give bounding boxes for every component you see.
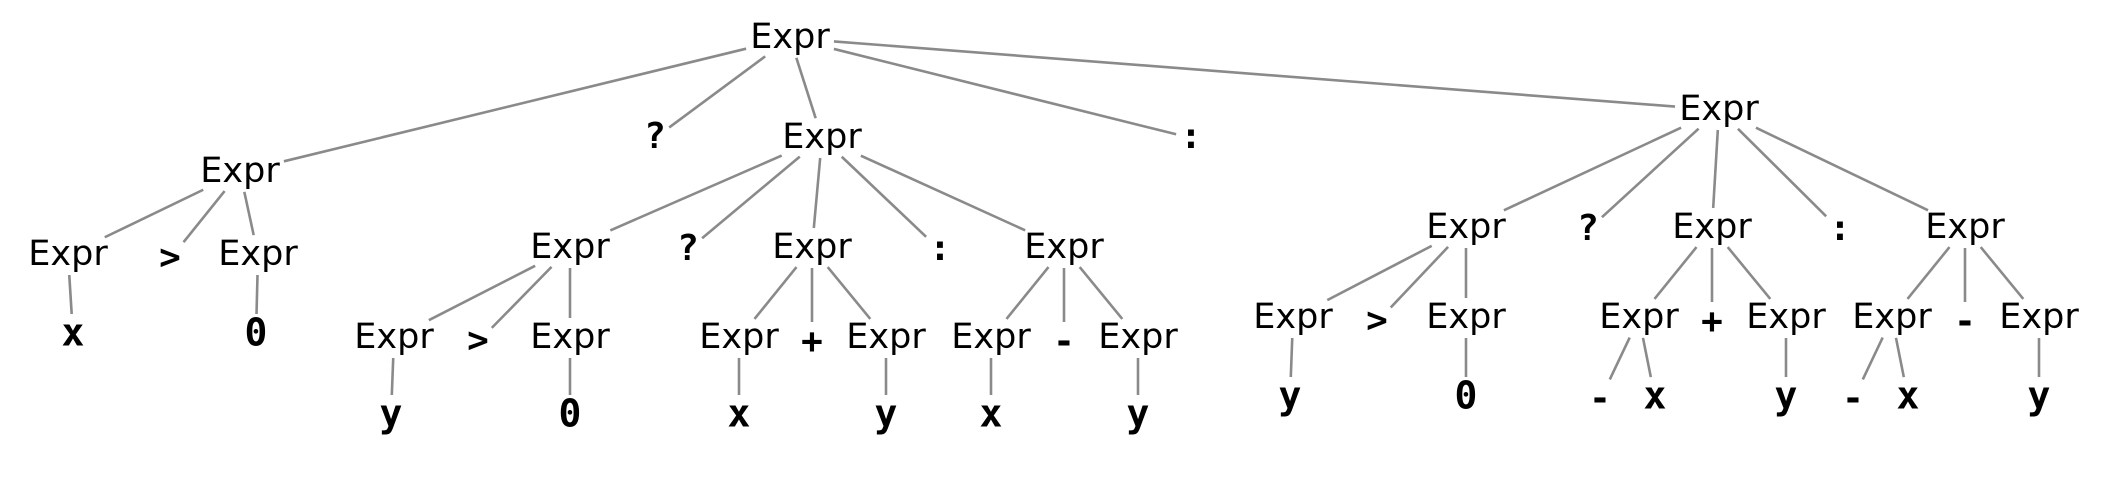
node-operator-colon: :	[1829, 208, 1851, 249]
node-operator-minus: -	[1954, 301, 1976, 342]
tree-edge	[1653, 246, 1698, 300]
tree-edge	[182, 190, 226, 244]
tree-edge	[1737, 127, 1828, 218]
node-terminal-y: y	[1775, 374, 1798, 418]
tree-edge	[860, 154, 1026, 232]
tree-edge	[255, 274, 259, 315]
tree-edge	[67, 274, 73, 315]
node-terminal-x: x	[62, 311, 85, 355]
tree-edge	[833, 47, 1177, 136]
tree-edge	[1389, 246, 1450, 309]
node-operator-question: ?	[677, 228, 699, 269]
tree-edge	[668, 55, 766, 129]
tree-edge	[840, 155, 927, 238]
tree-edge	[243, 191, 255, 236]
node-nonterminal-expr: Expr	[218, 234, 298, 274]
node-nonterminal-expr: Expr	[200, 151, 280, 191]
node-terminal-y: y	[1127, 392, 1150, 436]
tree-edge	[1078, 266, 1124, 320]
node-operator-question: ?	[644, 116, 666, 157]
node-nonterminal-expr: Expr	[1426, 207, 1506, 247]
node-nonterminal-expr: Expr	[846, 317, 926, 357]
tree-edge	[795, 57, 817, 119]
tree-edge	[1979, 246, 2025, 300]
node-nonterminal-expr: Expr	[1024, 227, 1104, 267]
node-nonterminal-expr: Expr	[1098, 317, 1178, 357]
node-operator-colon: :	[929, 228, 951, 269]
tree-edge	[390, 357, 395, 396]
tree-edge	[833, 40, 1676, 108]
node-terminal-y: y	[1279, 374, 1302, 418]
tree-edge	[1711, 129, 1720, 209]
node-operator-colon: :	[1180, 116, 1202, 157]
node-nonterminal-expr: Expr	[28, 234, 108, 274]
tree-edge	[1289, 337, 1294, 378]
node-nonterminal-expr: Expr	[782, 117, 862, 157]
node-operator-minus: -	[1842, 378, 1864, 419]
node-nonterminal-expr: Expr	[1672, 207, 1752, 247]
node-nonterminal-expr: Expr	[1599, 297, 1679, 337]
tree-edge	[753, 266, 798, 320]
node-terminal-0: 0	[245, 311, 268, 355]
node-operator-plus: +	[801, 321, 823, 362]
node-terminal-0: 0	[559, 392, 582, 436]
node-nonterminal-expr: Expr	[1746, 297, 1826, 337]
node-operator-minus: -	[1053, 321, 1075, 362]
tree-edge	[490, 265, 553, 329]
node-nonterminal-expr: Expr	[1679, 89, 1759, 129]
node-operator-minus: -	[1589, 378, 1611, 419]
node-nonterminal-expr: Expr	[354, 317, 434, 357]
tree-edge	[1641, 337, 1653, 378]
node-nonterminal-expr: Expr	[1852, 297, 1932, 337]
tree-edge	[428, 264, 536, 322]
node-operator-question: ?	[1577, 208, 1599, 249]
tree-edge	[104, 188, 204, 239]
node-nonterminal-expr: Expr	[1999, 297, 2079, 337]
tree-edge	[701, 155, 801, 240]
node-nonterminal-expr: Expr	[951, 317, 1031, 357]
node-nonterminal-expr: Expr	[699, 317, 779, 357]
node-terminal-y: y	[875, 392, 898, 436]
tree-edge	[1726, 246, 1772, 300]
node-terminal-x: x	[1897, 374, 1920, 418]
node-operator-gt: >	[1366, 300, 1388, 341]
tree-edge	[1755, 126, 1929, 212]
tree-edge	[1861, 337, 1884, 380]
node-nonterminal-expr: Expr	[772, 227, 852, 267]
node-nonterminal-expr: Expr	[1925, 207, 2005, 247]
tree-edge	[1503, 126, 1682, 212]
node-terminal-y: y	[380, 392, 403, 436]
tree-edge	[1894, 337, 1906, 378]
node-terminal-x: x	[728, 392, 751, 436]
tree-edge	[1005, 266, 1050, 320]
node-nonterminal-expr: Expr	[1253, 297, 1333, 337]
tree-edge	[1326, 244, 1433, 302]
node-nonterminal-expr: Expr	[1426, 297, 1506, 337]
tree-edge	[1608, 337, 1631, 380]
node-terminal-0: 0	[1455, 374, 1478, 418]
node-operator-gt: >	[159, 237, 181, 278]
tree-edge	[283, 47, 747, 163]
node-operator-gt: >	[467, 320, 489, 361]
node-terminal-x: x	[1644, 374, 1667, 418]
tree-edge	[812, 157, 822, 229]
node-nonterminal-expr: Expr	[530, 317, 610, 357]
tree-edge	[826, 266, 872, 320]
node-nonterminal-expr: Expr	[750, 17, 830, 57]
node-nonterminal-expr: Expr	[530, 227, 610, 267]
edge-layer	[67, 40, 2041, 396]
node-terminal-x: x	[980, 392, 1003, 436]
tree-edge	[609, 154, 783, 232]
node-operator-plus: +	[1701, 301, 1723, 342]
tree-edge	[1601, 127, 1700, 219]
node-terminal-y: y	[2028, 374, 2051, 418]
tree-edge	[1906, 246, 1951, 300]
